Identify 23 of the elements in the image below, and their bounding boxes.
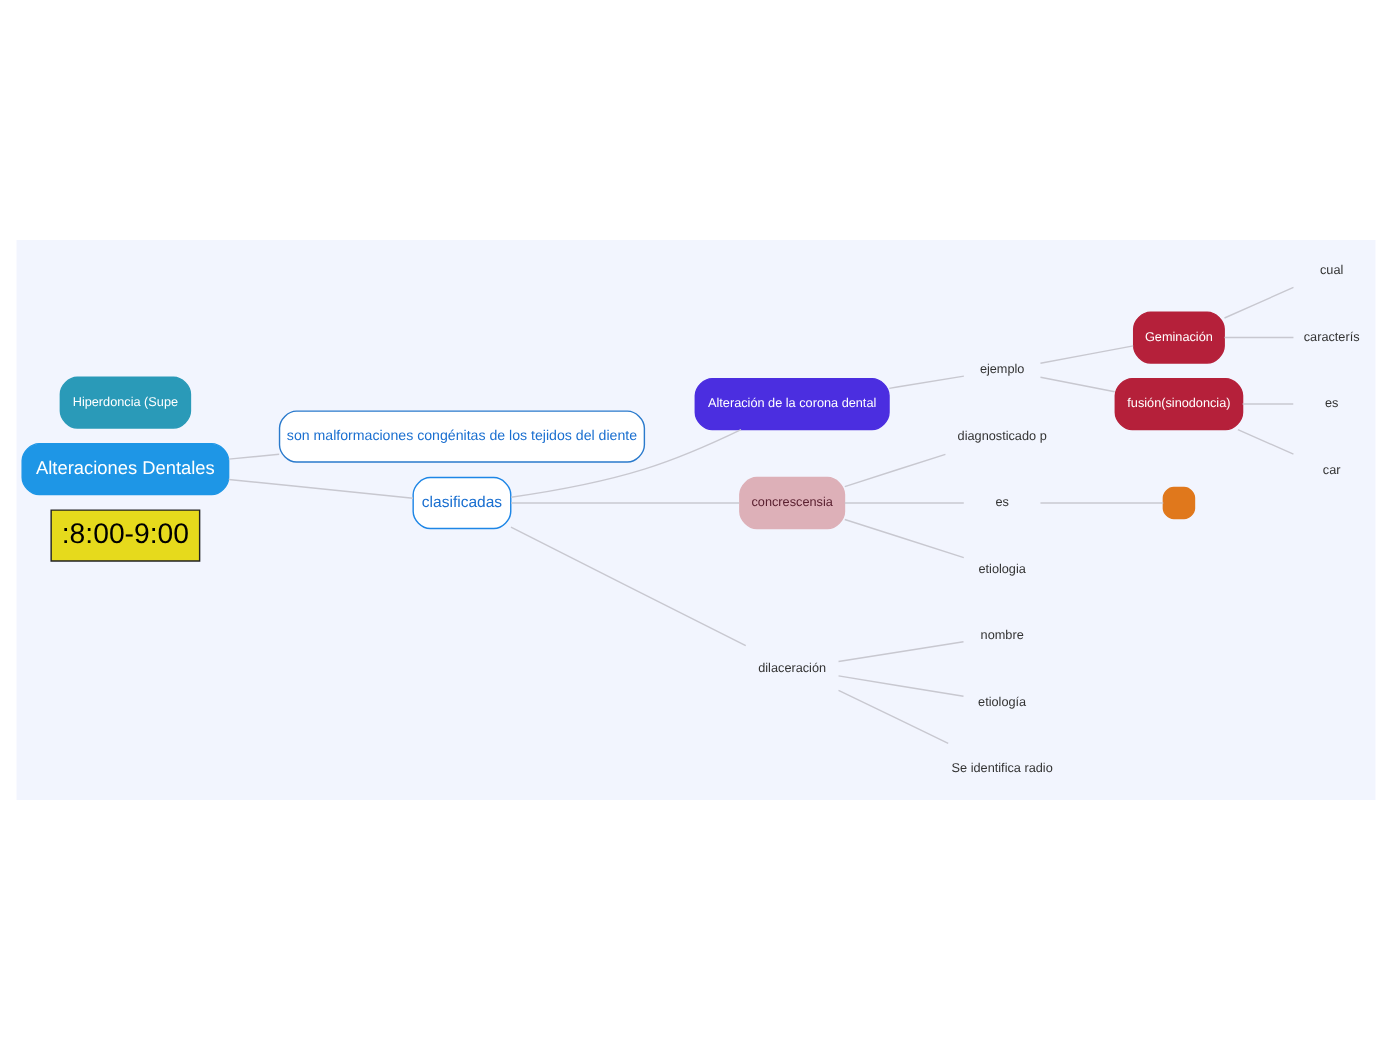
- connector: [837, 641, 965, 663]
- node-box: :8:00-9:00: [50, 509, 201, 562]
- connector: [844, 518, 965, 559]
- connector: [888, 375, 965, 390]
- connector: [1241, 403, 1294, 405]
- node-box: Alteraciones Dentales: [21, 442, 230, 496]
- connector: [837, 689, 949, 745]
- connector: [837, 675, 965, 698]
- connector: [510, 428, 742, 498]
- connector: [1223, 336, 1295, 339]
- node-box: [1162, 486, 1196, 520]
- connector: [844, 453, 947, 488]
- connector: [228, 478, 414, 499]
- connector: [1039, 345, 1134, 364]
- connector: [844, 502, 965, 504]
- connector: [1039, 376, 1116, 393]
- connector: [510, 502, 740, 504]
- connector: [1039, 502, 1164, 504]
- connector: [228, 453, 280, 460]
- connector: [1237, 428, 1295, 455]
- node-box: clasificadas: [412, 476, 512, 530]
- connector: [510, 526, 747, 647]
- connector: [1223, 286, 1295, 319]
